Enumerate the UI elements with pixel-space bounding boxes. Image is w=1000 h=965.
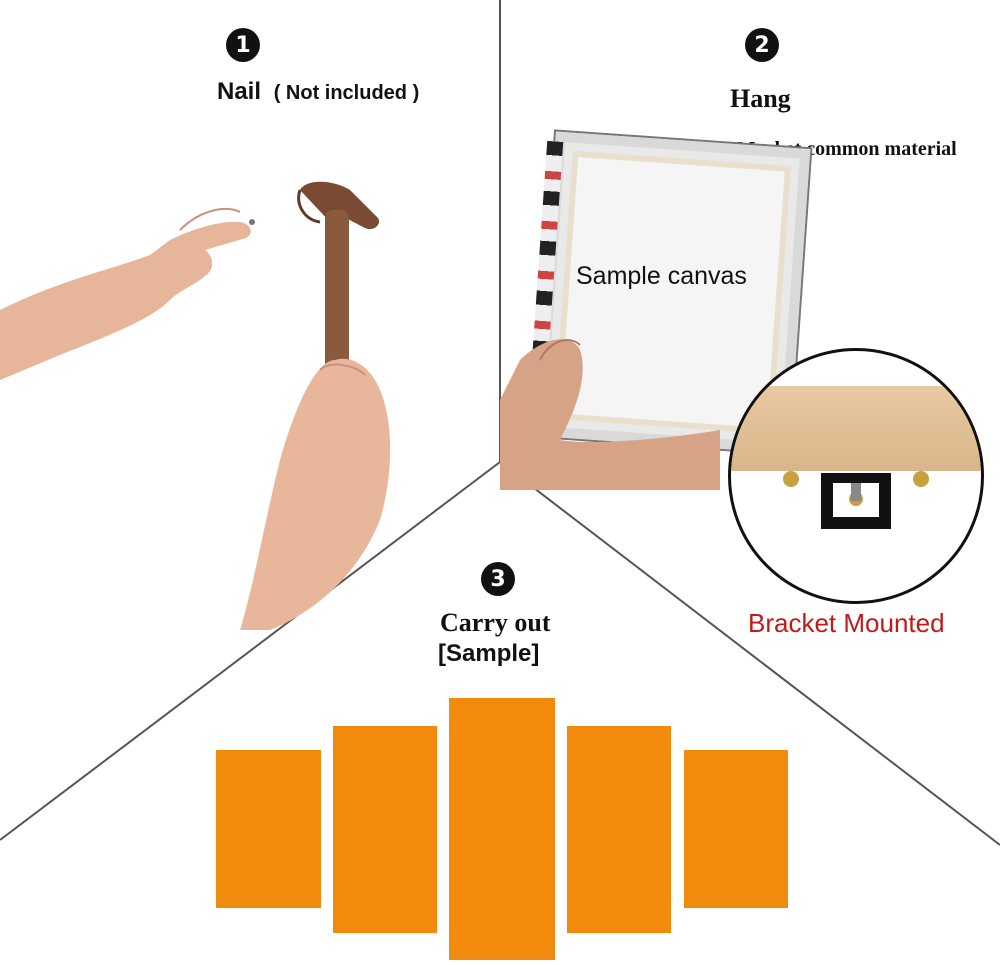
sample-panel-5 <box>684 750 788 908</box>
hand-icon <box>0 208 251 380</box>
step3-note: [Sample] <box>438 640 540 667</box>
step3-title: Carry out <box>440 608 551 637</box>
step2-title: Hang <box>730 84 791 113</box>
step-number-1: 1 <box>226 28 260 62</box>
bracket-zoom-circle <box>728 348 984 604</box>
bracket-icon <box>783 471 929 529</box>
step1-title: Nail ( Not included ) <box>217 78 419 106</box>
lower-hand-icon <box>240 358 391 630</box>
nail-illustration <box>0 181 391 630</box>
step1-title-text: Nail <box>217 78 262 105</box>
wood-frame <box>731 386 981 471</box>
sample-panel-1 <box>216 750 321 908</box>
holding-hand-icon <box>500 339 720 490</box>
step1-note: ( Not included ) <box>273 82 420 104</box>
sample-panel-4 <box>567 726 671 933</box>
sample-panel-2 <box>333 726 437 933</box>
hammer-icon <box>297 181 380 400</box>
step-number-3: 3 <box>481 562 515 596</box>
canvas-label: Sample canvas <box>576 262 747 290</box>
sample-panel-3 <box>449 698 555 960</box>
step-number-2: 2 <box>745 28 779 62</box>
bracket-label: Bracket Mounted <box>748 608 945 638</box>
